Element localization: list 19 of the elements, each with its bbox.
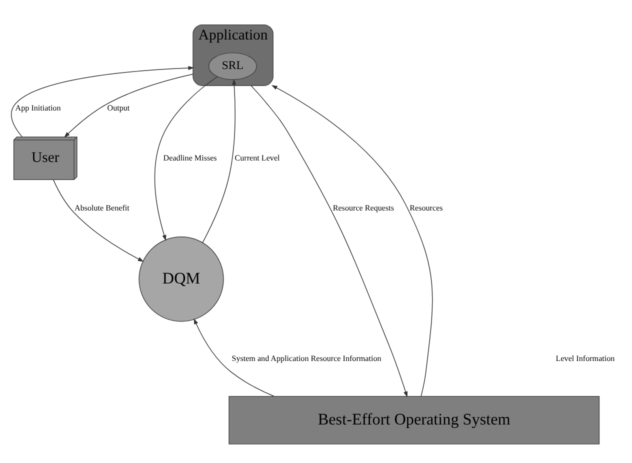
edge-label: App Initiation (15, 103, 61, 112)
edge-label: Absolute Benefit (74, 203, 130, 212)
node-box: Best-Effort Operating System (228, 396, 600, 444)
edge-label: Resources (410, 203, 443, 212)
arrow (271, 85, 433, 397)
arrow (250, 85, 408, 398)
edge-label: Deadline Misses (163, 153, 217, 162)
arrow (202, 78, 236, 244)
arrow (154, 76, 218, 241)
edge-label: System and Application Resource Information (232, 354, 382, 363)
edge-label: Output (107, 103, 130, 112)
arrow (10, 66, 194, 138)
arrow (52, 179, 144, 262)
edge-label: Resource Requests (332, 203, 394, 212)
arrow (194, 318, 274, 397)
label: Level Information (556, 354, 615, 363)
node-ellipse: SRL (208, 52, 257, 80)
arrow (64, 74, 194, 138)
edge-label: Current Level (234, 153, 280, 162)
